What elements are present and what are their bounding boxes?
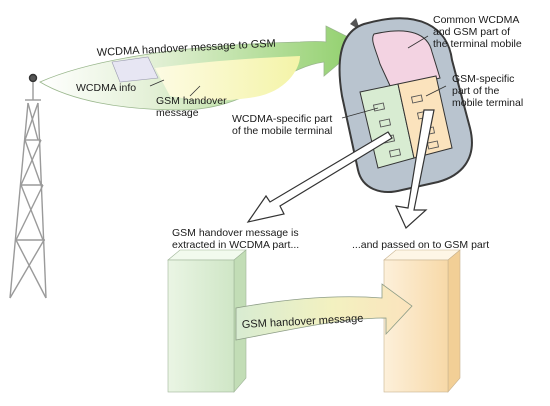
pass-arrow xyxy=(394,109,435,229)
gsm-handover-arrow xyxy=(235,283,413,341)
antenna-tower xyxy=(9,73,47,299)
wcdma-specific-label: WCDMA-specific part of the mobile termin… xyxy=(232,113,335,137)
gsm-part-box xyxy=(383,249,461,393)
wcdma-part-box xyxy=(167,249,247,393)
passed-label: ...and passed on to GSM part xyxy=(352,239,489,251)
extract-arrow xyxy=(246,131,393,223)
gsm-specific-label: GSM-specific part of the mobile terminal xyxy=(452,73,523,109)
extracted-label: GSM handover message is extracted in WCD… xyxy=(172,227,302,251)
wcdma-info-label: WCDMA info xyxy=(76,82,136,94)
common-part-label: Common WCDMA and GSM part of the termina… xyxy=(433,14,522,50)
gsm-handover-label: GSM handover message xyxy=(156,95,230,119)
leader-lines xyxy=(149,35,447,119)
